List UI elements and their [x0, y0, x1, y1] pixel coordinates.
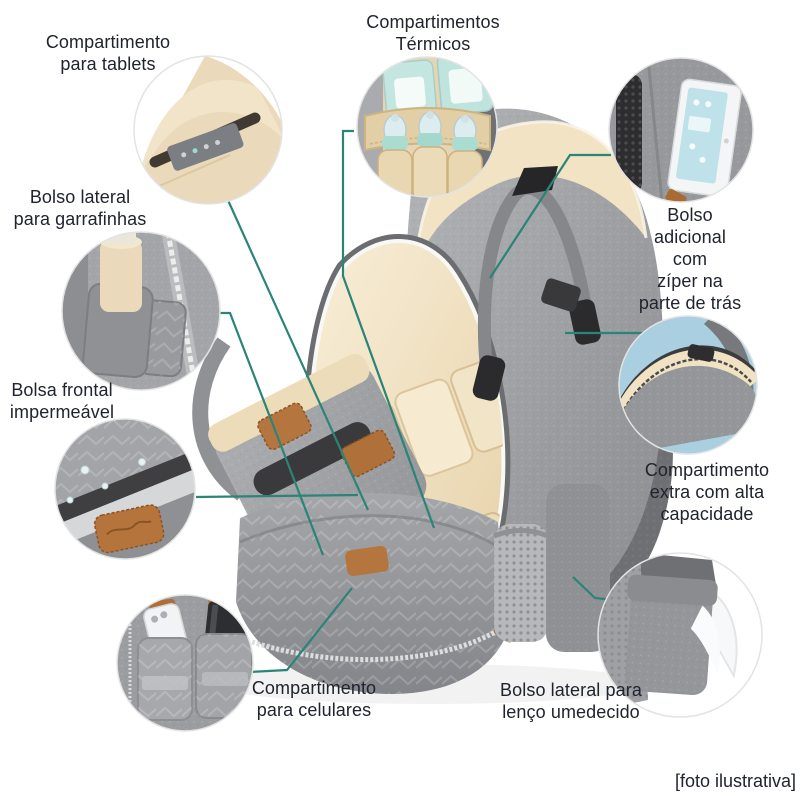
connector-tablets — [225, 197, 370, 511]
feature-label-lenco: Bolso lateral para lenço umedecido — [500, 680, 642, 722]
connector-termicos — [341, 129, 436, 529]
baby-bottles — [377, 111, 483, 197]
feature-label-celulares: Compartimento para celulares — [251, 678, 377, 720]
feature-label-frontal: Bolsa frontal impermeável — [9, 380, 115, 422]
handle-end — [472, 355, 506, 401]
feature-label-ziper-tras: Bolso adicional com zíper na parte de tr… — [638, 205, 742, 313]
feature-label-extra: Compartimento extra com alta capacidade — [644, 460, 770, 524]
callout-tablet-pocket-photo — [133, 55, 283, 205]
flap-slot-pocket — [253, 422, 371, 496]
callout-extra-compartment-photo — [618, 315, 758, 455]
tablet — [667, 78, 742, 198]
callout-side-bottle-pocket-photo — [61, 231, 221, 391]
connector-celulares — [249, 587, 353, 674]
zipper — [251, 625, 504, 663]
footnote-foto-ilustrativa: [foto ilustrativa] — [674, 771, 796, 791]
callout-phone-pockets-photo — [116, 594, 254, 732]
flap-lining — [208, 353, 370, 452]
leather-logo-patch — [93, 504, 165, 554]
callout-connector-lines — [195, 129, 643, 674]
leather-patch — [257, 402, 312, 451]
stroller-hook — [512, 166, 558, 196]
backpack-illustration — [192, 108, 673, 704]
usb-tab — [541, 278, 581, 312]
leather-tab — [345, 545, 389, 577]
callout-back-zipper-pocket-photo — [608, 57, 754, 203]
connector-impermeavel — [195, 493, 359, 499]
wipes-pocket — [625, 574, 738, 696]
feature-label-tablets: Compartimento para tablets — [45, 32, 171, 74]
callout-waterproof-pocket-photo — [54, 418, 196, 560]
feature-label-termicos: Compartimentos Térmicos — [366, 12, 500, 54]
callout-thermal-pockets-photo — [356, 56, 498, 198]
water-droplets — [66, 458, 146, 504]
connector-ziper-tras — [489, 153, 611, 279]
flap-handle — [192, 337, 247, 501]
leather-patch — [340, 429, 396, 478]
feature-label-garrafinhas: Bolso lateral para garrafinhas — [13, 187, 147, 229]
callout-wet-wipes-pocket-photo — [597, 552, 763, 718]
